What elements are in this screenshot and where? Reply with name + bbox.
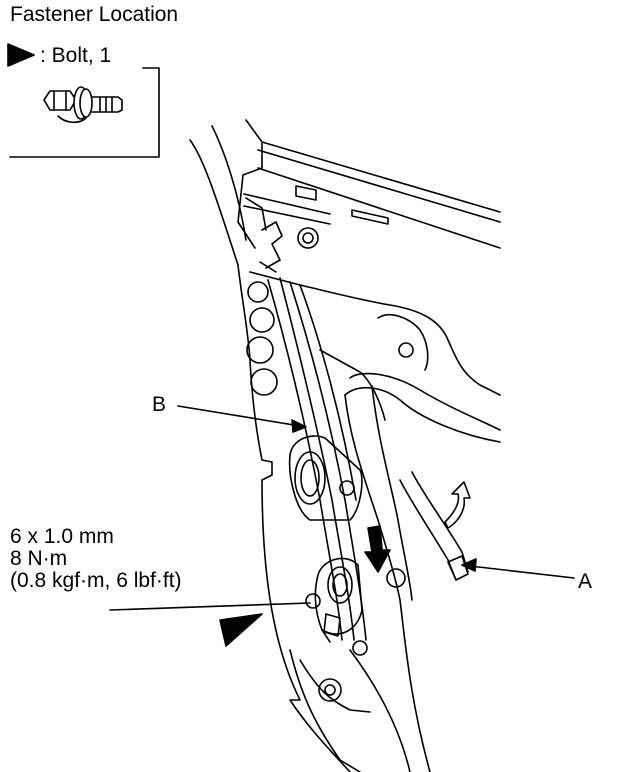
bolt-icon <box>43 86 123 124</box>
down-arrow-icon <box>364 525 391 573</box>
bolt-marker-icon <box>7 43 35 67</box>
bolt-size: 6 x 1.0 mm <box>10 525 114 548</box>
bolt-spec: 6 x 1.0 mm 8 N·m (0.8 kgf·m, 6 lbf·ft) <box>10 526 182 592</box>
lower-bracket <box>305 557 363 643</box>
bolt-torque: 8 N·m <box>10 547 68 570</box>
upper-bracket <box>288 435 363 521</box>
regulator-cable <box>399 471 469 581</box>
legend-bolt-label: : Bolt, 1 <box>40 44 112 67</box>
bolt-torque-alt: (0.8 kgf·m, 6 lbf·ft) <box>10 569 182 592</box>
curved-arrow-icon <box>444 481 471 529</box>
callout-label-b: B <box>152 393 167 416</box>
bolt-location-pointer <box>109 602 311 647</box>
callout-label-a: A <box>578 570 593 593</box>
legend-box <box>9 67 160 158</box>
door-frame <box>189 119 501 266</box>
leader-line-b <box>177 405 307 433</box>
door-inner-panel <box>237 264 501 772</box>
leader-line-a <box>461 558 575 579</box>
door-cutout <box>344 372 501 772</box>
diagram-title: Fastener Location <box>10 3 179 26</box>
